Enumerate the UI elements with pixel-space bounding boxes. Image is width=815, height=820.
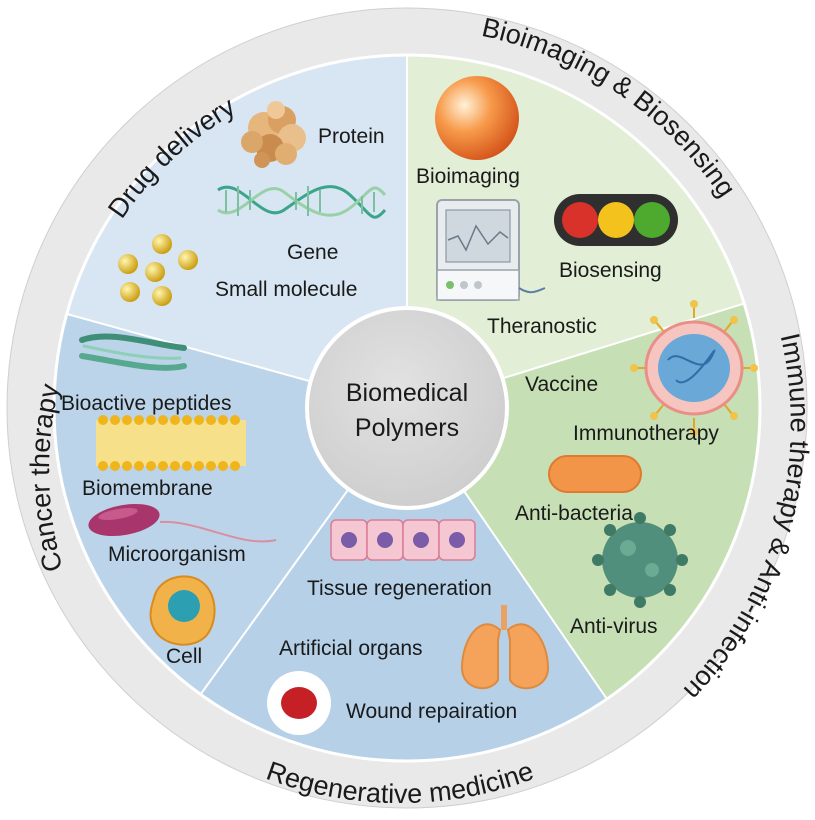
- label-small-molecule: Small molecule: [215, 278, 357, 301]
- label-microorganism: Microorganism: [108, 543, 246, 566]
- cell-layer-icon: [330, 519, 476, 561]
- lipid-bilayer-icon: [96, 415, 246, 471]
- center-title-line1: Biomedical: [346, 379, 468, 407]
- label-bioactive-peptides: Bioactive peptides: [61, 392, 231, 415]
- peptide-ribbon-icon: [79, 333, 187, 371]
- sector-regenerative: [110, 408, 690, 761]
- dna-helix-icon: [217, 185, 387, 219]
- gold-nanoparticle-icon: [118, 234, 198, 306]
- nucleated-cell-icon: [149, 575, 216, 646]
- label-anti-virus: Anti-virus: [570, 615, 658, 638]
- label-protein: Protein: [318, 125, 385, 148]
- label-biomembrane: Biomembrane: [82, 477, 213, 500]
- center-hub: [305, 306, 509, 510]
- label-anti-bacteria: Anti-bacteria: [515, 502, 633, 525]
- virus-particle-icon: [630, 300, 758, 436]
- label-wound-repairation: Wound repairation: [346, 700, 517, 723]
- label-cell: Cell: [166, 645, 202, 668]
- bacterium-capsule-icon: [548, 455, 642, 493]
- rod-bacterium-icon: [88, 503, 277, 543]
- label-gene: Gene: [287, 241, 338, 264]
- protein-aggregate-icon: [241, 101, 306, 168]
- theranostic-monitor-icon: [436, 199, 546, 301]
- label-theranostic: Theranostic: [487, 315, 597, 338]
- label-biosensing: Biosensing: [559, 259, 662, 282]
- label-tissue-regeneration: Tissue regeneration: [307, 577, 492, 600]
- label-artificial-organs: Artificial organs: [279, 637, 423, 660]
- label-immunotherapy: Immunotherapy: [573, 422, 719, 445]
- coronavirus-icon: [592, 512, 688, 608]
- traffic-light-icon: [554, 194, 678, 246]
- orange-sphere-icon: [435, 76, 519, 160]
- lung-icon: [460, 605, 550, 689]
- label-vaccine: Vaccine: [525, 373, 598, 396]
- center-title-line2: Polymers: [355, 414, 459, 442]
- label-bioimaging: Bioimaging: [416, 165, 520, 188]
- wound-icon: [267, 671, 331, 735]
